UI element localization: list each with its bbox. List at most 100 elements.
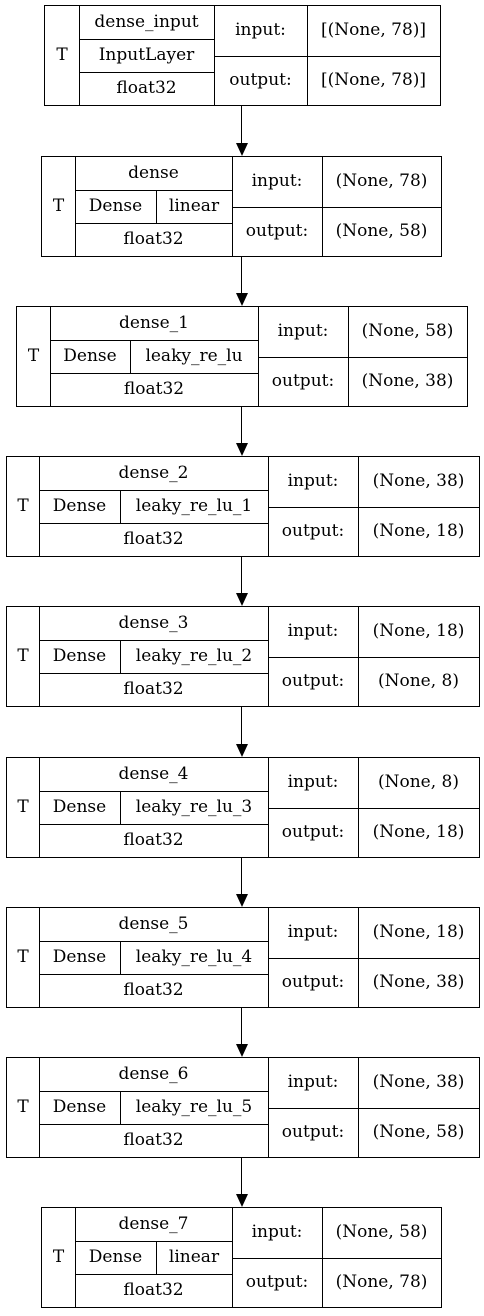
divider xyxy=(75,1208,76,1307)
divider xyxy=(322,157,323,256)
trainable-flag: T xyxy=(17,646,29,666)
layer-class: Dense xyxy=(63,346,117,366)
trainable-flag: T xyxy=(56,45,68,65)
layer-name: dense_5 xyxy=(118,914,189,934)
trainable-flag: T xyxy=(52,196,65,216)
divider xyxy=(232,1257,441,1259)
divider xyxy=(39,941,268,942)
edge-arrow xyxy=(241,106,242,143)
divider xyxy=(268,807,479,809)
divider xyxy=(120,1091,121,1124)
layer-class: Dense xyxy=(52,496,107,516)
divider xyxy=(348,307,349,406)
layer-name: dense xyxy=(128,163,179,183)
layer-activation: linear xyxy=(168,196,220,216)
layer-dtype: float32 xyxy=(123,229,184,249)
divider xyxy=(39,824,268,825)
layer-activation: linear xyxy=(168,1247,220,1267)
layer-class: Dense xyxy=(52,646,107,666)
output-shape: (None, 38) xyxy=(361,370,454,391)
divider xyxy=(358,457,359,556)
divider xyxy=(39,974,268,975)
divider xyxy=(39,758,40,857)
arrowhead xyxy=(235,293,248,306)
divider xyxy=(156,190,157,223)
input-shape: [(None, 78)] xyxy=(320,20,427,41)
arrowhead xyxy=(235,894,248,907)
output-shape: (None, 38) xyxy=(372,971,465,992)
arrowhead xyxy=(235,143,248,156)
divider xyxy=(268,957,479,959)
layer-name: dense_6 xyxy=(118,1064,189,1084)
layer-activation: leaky_re_lu_3 xyxy=(135,797,253,817)
divider xyxy=(50,373,258,374)
output-shape: (None, 8) xyxy=(377,670,459,691)
divider xyxy=(39,908,40,1007)
divider xyxy=(232,206,441,208)
layer-dtype: float32 xyxy=(123,679,184,699)
divider xyxy=(156,1241,157,1274)
divider xyxy=(39,607,40,706)
trainable-flag: T xyxy=(17,797,29,817)
output-label: output: xyxy=(271,370,335,391)
trainable-flag: T xyxy=(52,1247,65,1267)
input-shape: (None, 8) xyxy=(377,772,459,793)
layer-dtype: float32 xyxy=(123,1130,184,1150)
output-label: output: xyxy=(281,520,345,541)
input-shape: (None, 18) xyxy=(372,621,465,642)
trainable-flag: T xyxy=(17,496,29,516)
divider xyxy=(358,607,359,706)
input-label: input: xyxy=(251,171,303,192)
layer-activation: leaky_re_lu xyxy=(145,346,243,366)
layer-activation: leaky_re_lu_5 xyxy=(135,1097,253,1117)
divider xyxy=(75,157,76,256)
output-label: output: xyxy=(229,69,292,90)
edge-arrow xyxy=(241,557,242,593)
input-label: input: xyxy=(251,1222,303,1243)
edge-arrow xyxy=(241,407,242,443)
divider xyxy=(268,506,479,508)
divider xyxy=(39,523,268,524)
divider xyxy=(120,640,121,673)
input-label: input: xyxy=(287,471,339,492)
divider xyxy=(79,72,214,73)
layer-dtype: float32 xyxy=(123,830,184,850)
layer-name: dense_2 xyxy=(118,463,189,483)
layer-name: dense_input xyxy=(94,12,199,32)
edge-arrow xyxy=(241,1008,242,1044)
layer-class: InputLayer xyxy=(98,45,195,65)
divider xyxy=(258,356,467,358)
arrowhead xyxy=(235,443,248,456)
output-label: output: xyxy=(281,1121,345,1142)
divider xyxy=(130,340,131,373)
input-shape: (None, 18) xyxy=(372,922,465,943)
layer-name: dense_3 xyxy=(118,613,189,633)
trainable-flag: T xyxy=(17,1097,29,1117)
trainable-flag: T xyxy=(27,346,40,366)
divider xyxy=(39,490,268,491)
divider xyxy=(268,1107,479,1109)
divider xyxy=(120,490,121,523)
arrowhead xyxy=(235,1194,248,1207)
divider xyxy=(120,941,121,974)
input-shape: (None, 58) xyxy=(335,1222,428,1243)
arrowhead xyxy=(235,744,248,757)
input-shape: (None, 78) xyxy=(335,171,428,192)
layer-dtype: float32 xyxy=(123,379,185,399)
arrowhead xyxy=(235,593,248,606)
input-label: input: xyxy=(287,1072,339,1093)
divider xyxy=(75,223,232,224)
divider xyxy=(39,1091,268,1092)
layer-activation: leaky_re_lu_4 xyxy=(135,947,253,967)
input-label: input: xyxy=(277,321,329,342)
trainable-flag: T xyxy=(17,947,29,967)
output-label: output: xyxy=(245,1271,309,1292)
input-label: input: xyxy=(287,621,339,642)
layer-class: Dense xyxy=(88,196,143,216)
